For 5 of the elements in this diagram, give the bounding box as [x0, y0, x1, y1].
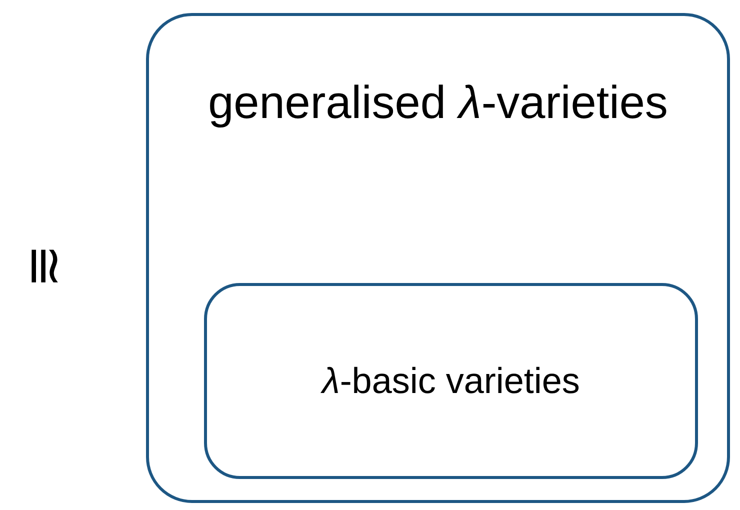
rounded-box — [146, 13, 730, 503]
box-label: λ-basic varieties — [322, 360, 580, 402]
rounded-box — [204, 283, 698, 479]
box-label: generalised λ-varieties — [207, 75, 669, 130]
isomorphism-symbol: ≅ — [18, 244, 70, 288]
